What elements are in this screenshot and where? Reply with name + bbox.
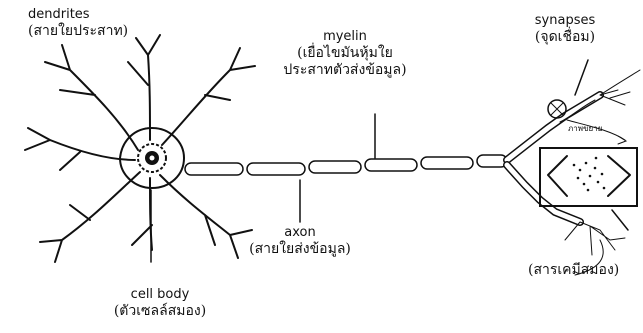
cell-body-label-th: (ตัวเซลล์สมอง) bbox=[114, 303, 206, 320]
magnified-synapse-box bbox=[540, 148, 637, 206]
synapses-label-th: (จุดเชื่อม) bbox=[535, 29, 595, 46]
chemicals-label: (สารเคมีสมอง) bbox=[528, 262, 619, 279]
axon-label: axon (สายใยส่งข้อมูล) bbox=[249, 224, 351, 258]
dendrites-label-en: dendrites bbox=[28, 6, 128, 23]
magnify-caption: ภาพขยาย bbox=[568, 122, 602, 135]
myelin-label: myelin (เยื่อไขมันหุ้มใย ประสาทตัวส่งข้อ… bbox=[283, 28, 406, 79]
axon-label-th: (สายใยส่งข้อมูล) bbox=[249, 241, 351, 258]
myelin-label-th-line2: ประสาทตัวส่งข้อมูล) bbox=[283, 62, 406, 79]
synapse-pointer bbox=[575, 60, 588, 95]
chemicals-pointer bbox=[612, 210, 628, 230]
axon-label-en: axon bbox=[249, 224, 351, 241]
cell-body-label-en: cell body bbox=[114, 286, 206, 303]
dendrites-label-th: (สายใยประสาท) bbox=[28, 23, 128, 40]
neurotransmitter-dots bbox=[573, 157, 606, 192]
synapses-label-en: synapses bbox=[535, 12, 595, 29]
chemicals-label-th: (สารเคมีสมอง) bbox=[528, 262, 619, 279]
myelin-sheath-segments bbox=[185, 155, 507, 175]
dendrite-branches bbox=[25, 35, 255, 262]
myelin-label-en: myelin bbox=[283, 28, 406, 45]
dendrites-label: dendrites (สายใยประสาท) bbox=[28, 6, 128, 40]
cell-body-label: cell body (ตัวเซลล์สมอง) bbox=[114, 286, 206, 320]
synapses-label: synapses (จุดเชื่อม) bbox=[535, 12, 595, 46]
myelin-label-th-line1: (เยื่อไขมันหุ้มใย bbox=[283, 45, 406, 62]
